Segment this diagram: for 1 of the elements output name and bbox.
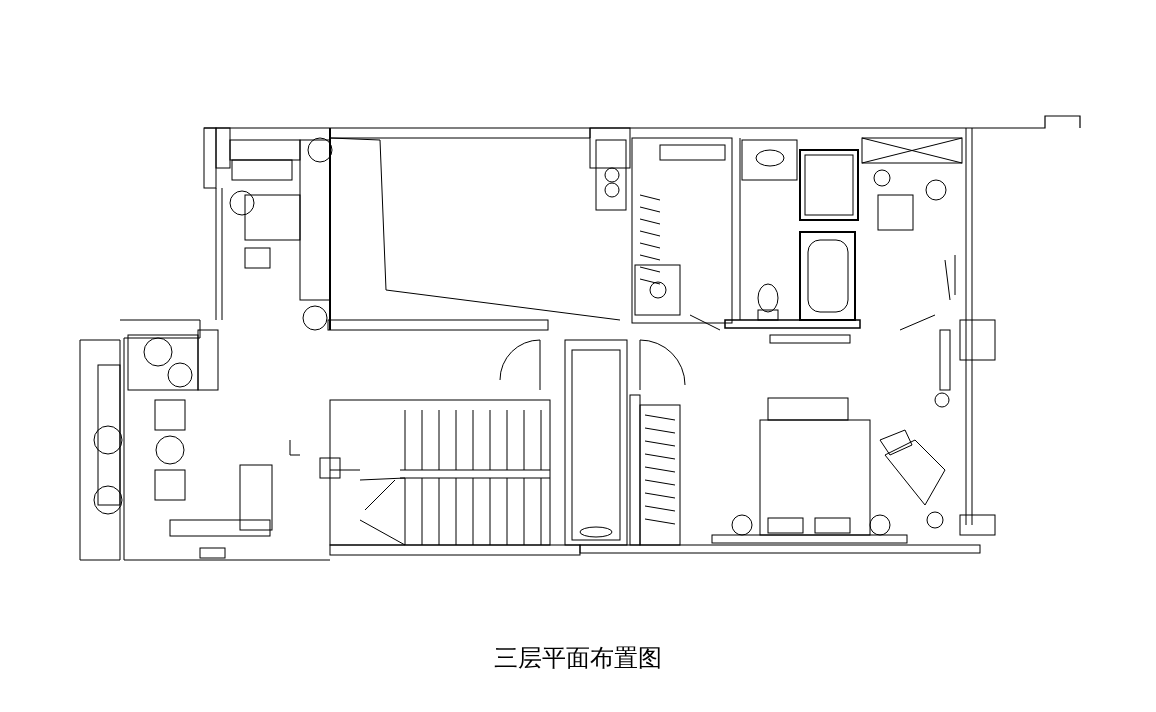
drawing-caption: 三层平面布置图 — [494, 643, 662, 674]
